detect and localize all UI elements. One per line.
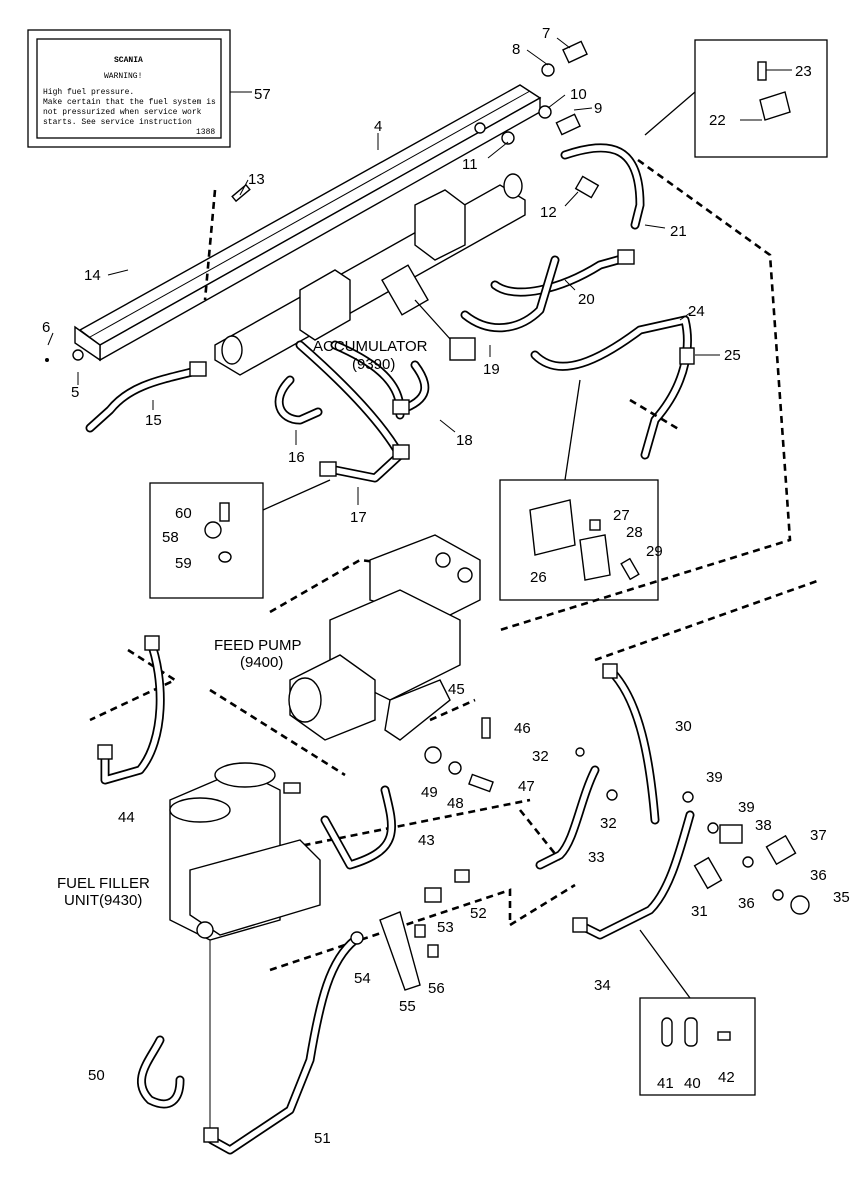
callout-numbers: 57 4 7 8 9 10 11 12 13 14 6 5 15 16 17 1… bbox=[42, 25, 850, 1147]
warning-line-3: not pressurized when service work bbox=[43, 108, 202, 117]
callout-6: 6 bbox=[42, 319, 50, 336]
callout-54: 54 bbox=[354, 970, 371, 987]
callout-10: 10 bbox=[570, 86, 587, 103]
callout-39a: 39 bbox=[706, 769, 723, 786]
callout-7: 7 bbox=[542, 25, 550, 42]
callout-44: 44 bbox=[118, 809, 135, 826]
callout-43: 43 bbox=[418, 832, 435, 849]
callout-39b: 39 bbox=[738, 799, 755, 816]
feed-pump bbox=[288, 534, 481, 741]
warning-title: WARNING! bbox=[104, 72, 142, 81]
callout-21: 21 bbox=[670, 223, 687, 240]
callout-26: 26 bbox=[530, 569, 547, 586]
callout-36b: 36 bbox=[738, 895, 755, 912]
callout-40: 40 bbox=[684, 1075, 701, 1092]
callout-12: 12 bbox=[540, 204, 557, 221]
callout-55: 55 bbox=[399, 998, 416, 1015]
callout-14: 14 bbox=[84, 267, 101, 284]
callout-51: 51 bbox=[314, 1130, 331, 1147]
callout-16: 16 bbox=[288, 449, 305, 466]
callout-15: 15 bbox=[145, 412, 162, 429]
callout-36a: 36 bbox=[810, 867, 827, 884]
pipes-lower bbox=[97, 635, 695, 1155]
callout-4: 4 bbox=[374, 118, 382, 135]
callout-33: 33 bbox=[588, 849, 605, 866]
callout-31: 31 bbox=[691, 903, 708, 920]
warning-line-2: Make certain that the fuel system is bbox=[43, 98, 216, 107]
warning-line-4: starts. See service instruction bbox=[43, 118, 192, 127]
fuel-rail bbox=[45, 84, 542, 362]
callout-13: 13 bbox=[248, 171, 265, 188]
fuel-filler-code: UNIT(9430) bbox=[64, 892, 142, 909]
fuel-filler-unit bbox=[169, 762, 321, 941]
nut-icon bbox=[72, 349, 84, 361]
callout-17: 17 bbox=[350, 509, 367, 526]
callout-41: 41 bbox=[657, 1075, 674, 1092]
callout-32b: 32 bbox=[600, 815, 617, 832]
pipes-top bbox=[85, 143, 695, 483]
callout-8: 8 bbox=[512, 41, 520, 58]
callout-53: 53 bbox=[437, 919, 454, 936]
accumulator-assembly bbox=[214, 173, 526, 376]
callout-47: 47 bbox=[518, 778, 535, 795]
warning-code: 1388 bbox=[196, 128, 215, 137]
accumulator-code: (9390) bbox=[352, 356, 395, 373]
callout-27: 27 bbox=[613, 507, 630, 524]
callout-60: 60 bbox=[175, 505, 192, 522]
callout-57: 57 bbox=[254, 86, 271, 103]
callout-5: 5 bbox=[71, 384, 79, 401]
callout-19: 19 bbox=[483, 361, 500, 378]
callout-38: 38 bbox=[755, 817, 772, 834]
feed-pump-hardware bbox=[424, 717, 494, 793]
callout-11: 11 bbox=[462, 156, 478, 173]
callout-48: 48 bbox=[447, 795, 464, 812]
callout-50: 50 bbox=[88, 1067, 105, 1084]
callout-45: 45 bbox=[448, 681, 465, 698]
warning-label: SCANIA WARNING! High fuel pressure. Make… bbox=[27, 29, 231, 148]
callout-35: 35 bbox=[833, 889, 850, 906]
callout-32a: 32 bbox=[532, 748, 549, 765]
callout-30: 30 bbox=[675, 718, 692, 735]
detail-box-clip-lower bbox=[639, 929, 756, 1096]
callout-20: 20 bbox=[578, 291, 595, 308]
callout-52: 52 bbox=[470, 905, 487, 922]
callout-9: 9 bbox=[594, 100, 602, 117]
callout-37: 37 bbox=[810, 827, 827, 844]
callout-58: 58 bbox=[162, 529, 179, 546]
feed-pump-code: (9400) bbox=[240, 654, 283, 671]
callout-25: 25 bbox=[724, 347, 741, 364]
callout-leaders bbox=[47, 37, 720, 505]
feed-pump-label: FEED PUMP bbox=[214, 637, 302, 654]
callout-46: 46 bbox=[514, 720, 531, 737]
accumulator-label: ACCUMULATOR bbox=[313, 338, 428, 355]
callout-22: 22 bbox=[709, 112, 726, 129]
callout-28: 28 bbox=[626, 524, 643, 541]
callout-18: 18 bbox=[456, 432, 473, 449]
callout-29: 29 bbox=[646, 543, 663, 560]
detail-box-bracket bbox=[499, 379, 659, 601]
callout-49: 49 bbox=[421, 784, 438, 801]
callout-23: 23 bbox=[795, 63, 812, 80]
callout-59: 59 bbox=[175, 555, 192, 572]
detail-box-clip bbox=[149, 479, 331, 599]
callout-24: 24 bbox=[688, 303, 705, 320]
warning-line-1: High fuel pressure. bbox=[43, 88, 134, 97]
warning-brand: SCANIA bbox=[114, 56, 143, 65]
callout-56: 56 bbox=[428, 980, 445, 997]
fittings-top bbox=[231, 40, 600, 203]
fuel-filler-label: FUEL FILLER bbox=[57, 875, 150, 892]
assembly-labels: ACCUMULATOR (9390) FEED PUMP (9400) FUEL… bbox=[57, 338, 428, 909]
detail-box-clamp bbox=[644, 39, 828, 158]
bracket-hardware bbox=[350, 869, 470, 991]
callout-34: 34 bbox=[594, 977, 611, 994]
callout-42: 42 bbox=[718, 1069, 735, 1086]
right-hardware bbox=[575, 747, 810, 915]
